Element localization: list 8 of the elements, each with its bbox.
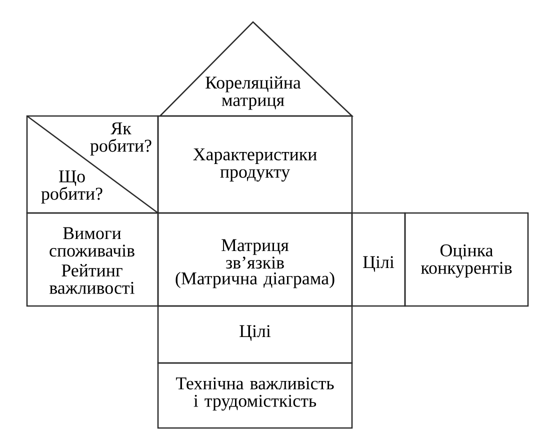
side-box: Оцінка конкурентів	[404, 212, 529, 307]
bottom-box: Цілі	[157, 305, 353, 364]
matrix-box: Матриця зв’язків (Матрична діаграма)	[157, 212, 353, 307]
bottom-box: Технічна важливість і трудомісткість	[157, 362, 353, 429]
split-header-box: Як робити? Що робити?	[26, 115, 159, 214]
row-header-box: Вимоги споживачів Рейтинг важливості	[26, 212, 159, 307]
side-box: Цілі	[351, 212, 406, 307]
header-box: Характеристики продукту	[157, 115, 353, 214]
